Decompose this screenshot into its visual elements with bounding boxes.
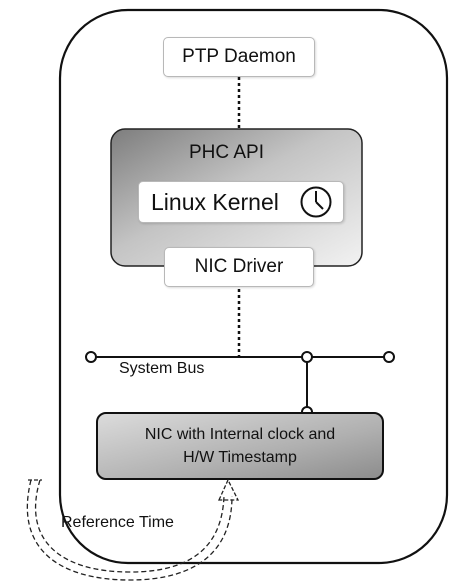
reference-time-label: Reference Time — [61, 514, 174, 531]
host-container — [58, 8, 449, 565]
phc-api-label: PHC API — [189, 142, 264, 163]
nic-text-block: NIC with Internal clock and H/W Timestam… — [97, 413, 383, 479]
ptp-daemon-box: PTP Daemon — [163, 37, 315, 77]
nic-driver-box: NIC Driver — [164, 247, 314, 287]
reference-time-arrow-outer — [34, 479, 225, 573]
nic-label-line2: H/W Timestamp — [183, 449, 297, 466]
linux-kernel-box: Linux Kernel — [138, 181, 344, 223]
reference-time-arrow-inner — [26, 479, 233, 581]
bus-junction-top — [301, 351, 313, 363]
ptp-daemon-label: PTP Daemon — [182, 46, 296, 67]
nic-box — [96, 412, 384, 480]
clock-icon — [300, 186, 332, 218]
system-bus-label: System Bus — [119, 360, 205, 377]
nic-driver-label: NIC Driver — [194, 256, 284, 277]
nic-label-line1: NIC with Internal clock and — [144, 426, 336, 443]
linux-kernel-label: Linux Kernel — [151, 188, 279, 215]
bus-endpoint-right — [383, 351, 395, 363]
bus-endpoint-left — [85, 351, 97, 363]
reference-time-arrowhead — [217, 478, 240, 501]
